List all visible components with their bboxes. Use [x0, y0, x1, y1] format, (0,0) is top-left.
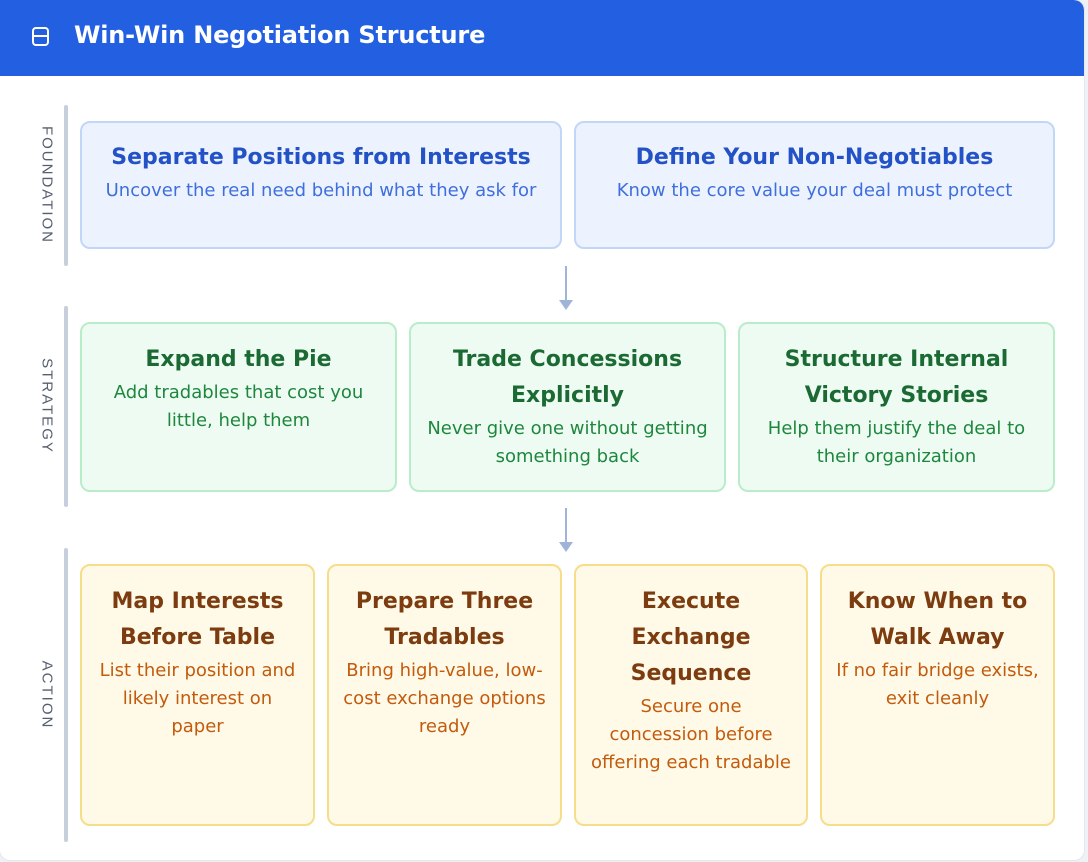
foundation-tier-label-text: FOUNDATION	[38, 125, 56, 245]
card-title: Map Interests Before Table	[111, 589, 284, 650]
card-trade-concessions: Trade Concessions Explicitly Never give …	[409, 322, 726, 492]
card-map-interests: Map Interests Before Table List their po…	[80, 564, 315, 826]
card-desc: Help them justify the deal to their orga…	[767, 418, 1026, 467]
card-execute-exchange: Execute Exchange Sequence Secure one con…	[574, 564, 808, 826]
arrow-shaft	[565, 508, 567, 544]
arrow-foundation-to-strategy	[558, 266, 574, 314]
card-define-non-negotiables: Define Your Non-Negotiables Know the cor…	[574, 121, 1055, 249]
action-tier-label-text: ACTION	[38, 660, 56, 730]
card-title: Define Your Non-Negotiables	[635, 145, 994, 170]
card-title: Structure Internal Victory Stories	[784, 347, 1009, 408]
foundation-tier-rail	[64, 105, 68, 266]
card-title: Expand the Pie	[145, 347, 332, 372]
card-title: Execute Exchange Sequence	[630, 589, 752, 686]
arrow-head-icon	[559, 542, 573, 552]
card-desc: Bring high-value, low-cost exchange opti…	[343, 660, 546, 737]
arrow-shaft	[565, 266, 567, 302]
collapse-panel-icon[interactable]	[32, 27, 49, 46]
strategy-tier-label-text: STRATEGY	[38, 358, 56, 454]
card-desc: Uncover the real need behind what they a…	[105, 180, 537, 201]
card-title: Know When to Walk Away	[847, 589, 1028, 650]
arrow-strategy-to-action	[558, 508, 574, 556]
card-desc: Never give one without getting something…	[427, 418, 708, 467]
card-desc: Add tradables that cost you little, help…	[113, 382, 364, 431]
card-title: Trade Concessions Explicitly	[452, 347, 683, 408]
action-tier-rail	[64, 548, 68, 842]
card-title: Separate Positions from Interests	[111, 145, 531, 170]
card-separate-positions: Separate Positions from Interests Uncove…	[80, 121, 562, 249]
card-prepare-tradables: Prepare Three Tradables Bring high-value…	[327, 564, 562, 826]
card-title: Prepare Three Tradables	[355, 589, 534, 650]
card-desc: List their position and likely interest …	[99, 660, 296, 737]
panel-header: Win-Win Negotiation Structure	[0, 0, 1084, 76]
card-desc: Know the core value your deal must prote…	[616, 180, 1013, 201]
page-title: Win-Win Negotiation Structure	[74, 21, 486, 49]
card-desc: Secure one concession before offering ea…	[590, 696, 792, 773]
arrow-head-icon	[559, 300, 573, 310]
card-expand-the-pie: Expand the Pie Add tradables that cost y…	[80, 322, 397, 492]
card-walk-away: Know When to Walk Away If no fair bridge…	[820, 564, 1055, 826]
card-internal-victory-stories: Structure Internal Victory Stories Help …	[738, 322, 1055, 492]
strategy-tier-rail	[64, 306, 68, 507]
card-desc: If no fair bridge exists, exit cleanly	[836, 660, 1039, 709]
